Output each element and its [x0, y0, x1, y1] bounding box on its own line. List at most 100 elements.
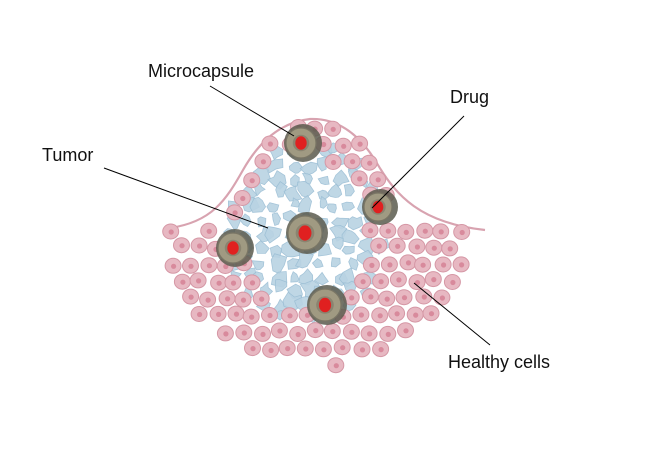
- healthy-cell: [226, 204, 244, 221]
- tumor-cell: [301, 172, 313, 185]
- tumor-cell: [290, 271, 300, 283]
- healthy-cell: [408, 238, 426, 255]
- tumor-cell: [319, 195, 328, 209]
- healthy-cell: [369, 171, 387, 188]
- healthy-cell: [242, 308, 260, 325]
- healthy-cell: [361, 288, 379, 305]
- healthy-cell: [270, 322, 288, 339]
- healthy-cell: [452, 256, 470, 273]
- tumor-cell: [341, 201, 356, 211]
- healthy-cell: [443, 274, 461, 290]
- healthy-cell: [216, 325, 234, 342]
- healthy-cell: [233, 190, 251, 206]
- healthy-cell: [362, 256, 380, 273]
- healthy-cell: [327, 357, 345, 374]
- healthy-cell: [224, 274, 242, 291]
- healthy-cell: [296, 340, 314, 357]
- healthy-cell: [395, 289, 413, 306]
- healthy-cell: [278, 340, 296, 357]
- healthy-cell: [234, 291, 252, 308]
- healthy-cell: [422, 305, 440, 322]
- healthy-cell: [281, 307, 298, 324]
- healthy-cell: [371, 307, 389, 324]
- drug-leader-line: [371, 115, 465, 209]
- healthy-cell: [399, 254, 417, 271]
- tumor-cell: [274, 278, 288, 293]
- microcapsule: [216, 229, 254, 267]
- healthy-cell: [261, 307, 278, 323]
- healthy-cell: [323, 323, 341, 340]
- drug-core: [295, 136, 307, 150]
- healthy-cell: [378, 290, 396, 307]
- tumor-cell: [317, 175, 330, 186]
- healthy-cell: [244, 340, 261, 357]
- healthy-cell: [243, 172, 261, 189]
- healthy-cell: [388, 305, 406, 322]
- microcapsule: [286, 212, 328, 254]
- healthy-cell: [200, 257, 218, 274]
- healthy-cell: [397, 322, 414, 339]
- healthy-cell: [173, 273, 191, 290]
- healthy-cell: [254, 153, 272, 170]
- healthy-cell: [243, 274, 261, 291]
- tumor-cell: [271, 212, 282, 227]
- tumor-cell: [294, 251, 314, 269]
- healthy-cell: [406, 306, 424, 323]
- healthy-cell: [252, 290, 270, 307]
- tumor-leader-line: [103, 167, 269, 229]
- healthy-cell: [453, 224, 471, 240]
- tumor-cell: [275, 181, 288, 198]
- healthy-cell: [342, 323, 360, 340]
- healthy-cell: [190, 306, 208, 322]
- healthy-cell: [210, 274, 228, 291]
- healthy-cell: [352, 306, 370, 323]
- tumor-cell: [252, 271, 265, 283]
- healthy-cell: [370, 237, 388, 254]
- tumor-cell: [251, 260, 265, 271]
- healthy-cell: [173, 237, 190, 254]
- healthy-cells-leader-line: [413, 282, 491, 346]
- healthy-cell: [372, 273, 390, 290]
- healthy-cell: [218, 290, 236, 307]
- microcapsule: [307, 285, 347, 325]
- healthy-cell: [416, 222, 434, 239]
- tumor-cell: [327, 183, 343, 198]
- healthy-cell: [353, 341, 371, 358]
- healthy-cell: [200, 222, 218, 239]
- healthy-cell: [379, 222, 397, 239]
- tumor-cell: [299, 161, 319, 176]
- microcapsule-leader-line: [209, 85, 295, 137]
- drug-core: [318, 297, 332, 313]
- healthy-cell: [254, 325, 271, 342]
- tumor-cell: [326, 203, 337, 214]
- healthy-cell: [289, 326, 307, 342]
- tumor-cell: [255, 240, 270, 254]
- healthy-cell: [441, 240, 459, 257]
- tumor-cell: [290, 197, 301, 208]
- leader-lines: [103, 85, 491, 346]
- healthy-cell: [360, 325, 378, 342]
- healthy-cell: [424, 271, 442, 288]
- healthy-cell: [343, 153, 361, 170]
- healthy-cell: [414, 256, 432, 273]
- healthy-cell: [433, 289, 451, 306]
- healthy-cell: [209, 305, 227, 322]
- tumor-cell: [341, 229, 360, 245]
- tumor-cell: [313, 271, 329, 286]
- tissue-outline-curve: [169, 117, 486, 232]
- healthy-cell: [324, 154, 342, 170]
- microcapsule: [362, 189, 398, 225]
- tumor-cell: [264, 226, 283, 244]
- healthy-cell: [189, 272, 207, 289]
- healthy-cell: [162, 223, 180, 240]
- healthy-cell: [361, 222, 379, 239]
- healthy-cell: [351, 135, 369, 152]
- healthy-cell: [262, 342, 280, 358]
- healthy-cell: [388, 237, 406, 254]
- drug-core: [227, 241, 239, 255]
- healthy-cell: [182, 257, 199, 274]
- healthy-cell: [314, 341, 332, 358]
- healthy-cell: [306, 322, 324, 339]
- tumor-cell: [297, 180, 315, 198]
- tumor-label: Tumor: [42, 145, 94, 165]
